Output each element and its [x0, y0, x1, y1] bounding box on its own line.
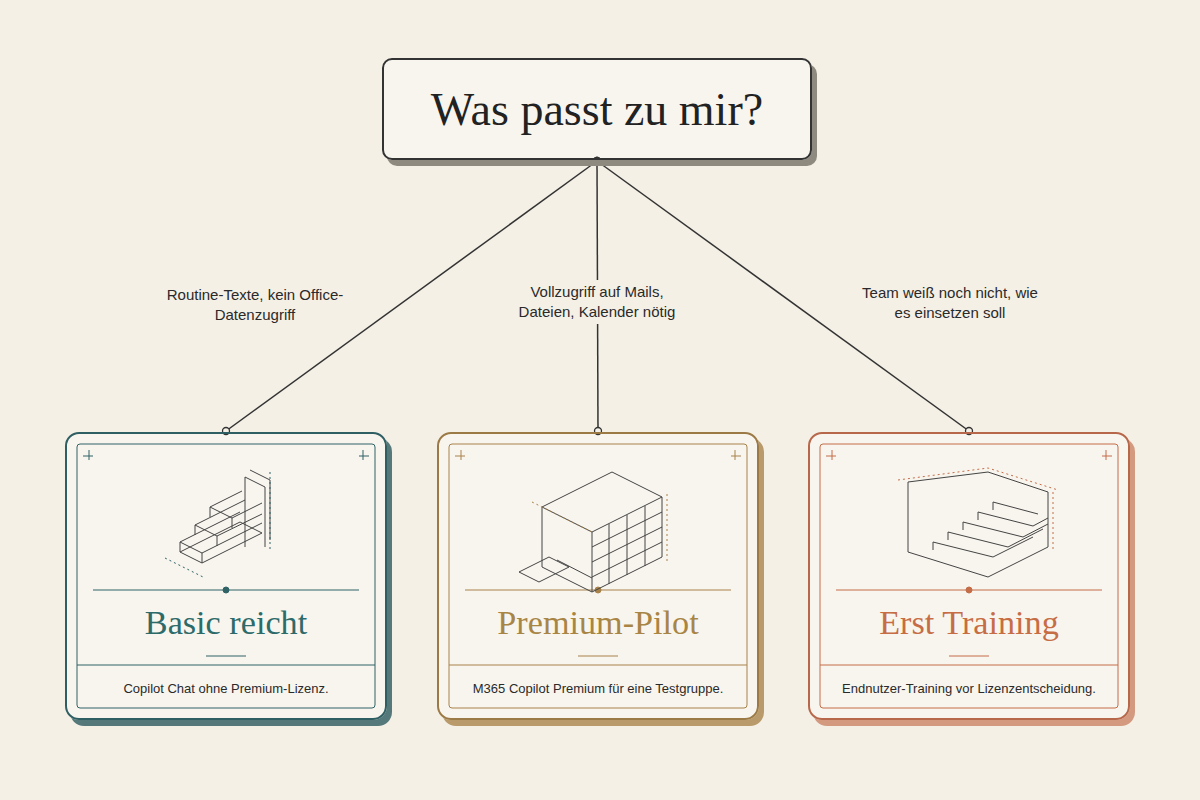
option-heading: Premium-Pilot	[439, 604, 757, 642]
title-fill	[382, 58, 812, 160]
pilot-decor	[437, 432, 759, 720]
question-title: Was passt zu mir?	[431, 83, 763, 136]
option-description: Endnutzer-Training vor Lizenzentscheidun…	[824, 681, 1114, 696]
option-box: Basic reichtCopilot Chat ohne Premium-Li…	[65, 432, 387, 720]
option-box: Erst TrainingEndnutzer-Training vor Lize…	[808, 432, 1130, 720]
edge-label: Routine-Texte, kein Office-Datenzugriff	[151, 283, 359, 327]
option-heading: Basic reicht	[67, 604, 385, 642]
edge-label: Vollzugriff auf Mails, Dateien, Kalender…	[498, 280, 696, 324]
option-description: Copilot Chat ohne Premium-Lizenz.	[81, 681, 371, 696]
option-heading: Erst Training	[810, 604, 1128, 642]
basic-decor	[65, 432, 387, 720]
option-description: M365 Copilot Premium für eine Testgruppe…	[453, 681, 743, 696]
edge-label: Team weiß noch nicht, wie es einsetzen s…	[851, 281, 1049, 325]
training-decor	[808, 432, 1130, 720]
option-box: Premium-PilotM365 Copilot Premium für ei…	[437, 432, 759, 720]
question-box: Was passt zu mir?	[382, 58, 812, 160]
